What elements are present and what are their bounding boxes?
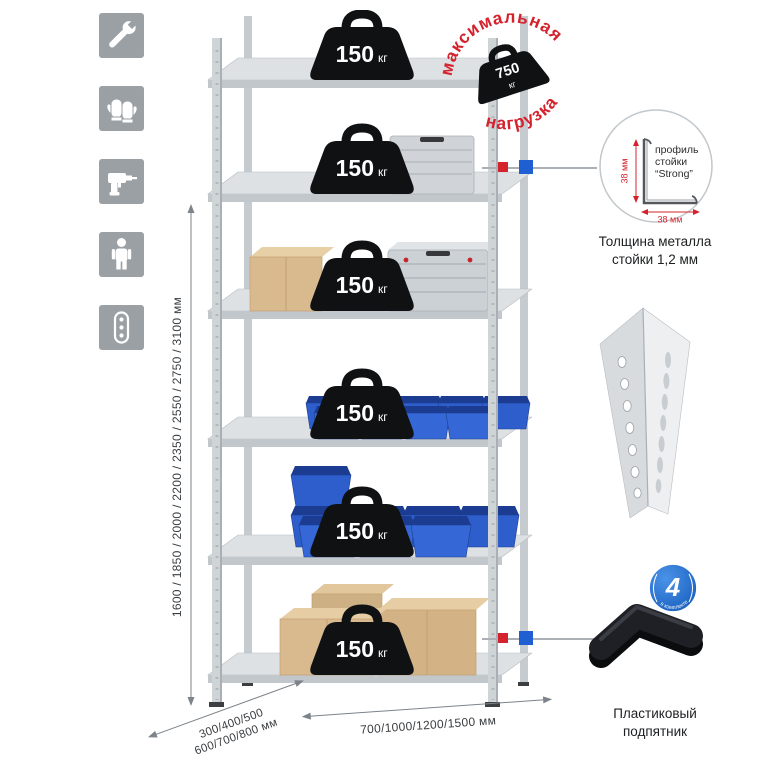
laurel-icon xyxy=(688,573,693,603)
height-options-text: 1600 / 1850 / 2000 / 2200 / 2350 / 2550 … xyxy=(170,296,184,618)
profile-dim-horizontal: 38 мм xyxy=(658,215,683,225)
foot-caption-line2: подпятник xyxy=(622,724,688,740)
feature-gloves xyxy=(99,86,144,131)
profile-shape xyxy=(642,139,697,205)
profile-caption-line1: Толщина металла xyxy=(598,234,712,249)
feature-drill xyxy=(99,159,144,204)
stamp-weight-icon: 750 кг xyxy=(465,37,551,105)
profile-label: стойки xyxy=(655,156,687,168)
plastic-foot-image: 4 в комплекте xyxy=(589,563,703,668)
foot-caption: Пластиковый подпятник xyxy=(585,705,725,741)
profile-label: “Strong” xyxy=(655,168,693,180)
shelf-weight-3: 150 кг xyxy=(310,245,414,311)
back-posts xyxy=(242,16,529,686)
max-load-stamp: максимальная нагрузка 750 кг xyxy=(437,3,570,143)
shelf-weight-4: 150 кг xyxy=(310,373,414,439)
weight-value: 150 xyxy=(336,155,374,181)
foot-callout-line xyxy=(482,638,594,640)
weight-unit: кг xyxy=(378,165,388,179)
height-dimension-line xyxy=(187,204,195,706)
height-dimension-label: 1600 / 1850 / 2000 / 2200 / 2350 / 2550 … xyxy=(168,207,184,707)
stamp-weight-value: 750 xyxy=(494,60,522,83)
shelf-weight-6: 150 кг xyxy=(310,609,414,675)
person-icon xyxy=(111,238,132,270)
stamp-weight-unit: кг xyxy=(507,79,517,91)
post-holes xyxy=(617,356,642,499)
weight-value: 150 xyxy=(336,272,374,298)
profile-label: профиль xyxy=(655,144,699,156)
feature-person xyxy=(99,232,144,277)
aluminum-case xyxy=(387,242,498,312)
shelving-unit: 150 кг 150 кг 150 кг 150 кг 150 кг 150 к… xyxy=(207,10,532,707)
depth-dimension: 300/400/500 600/700/800 мм xyxy=(143,672,318,773)
badge-arc-text: в комплекте xyxy=(659,599,690,611)
gloves-icon xyxy=(106,98,138,124)
callout-marker-red xyxy=(498,162,508,172)
wrench-icon xyxy=(109,19,138,48)
callout-marker-red xyxy=(498,633,508,643)
shelf-weight-5: 150 кг xyxy=(310,491,414,557)
aluminum-case xyxy=(389,135,475,195)
shelf-weight-1: 150 кг xyxy=(310,14,414,80)
width-dimension-line xyxy=(301,696,553,720)
svg-text:в комплекте: в комплекте xyxy=(659,599,690,611)
front-posts xyxy=(209,38,500,707)
angle-post-image xyxy=(599,307,691,519)
weight-unit: кг xyxy=(378,528,388,542)
profile-callout-line xyxy=(482,167,597,169)
badge-number: 4 xyxy=(665,572,681,602)
weight-value: 150 xyxy=(336,41,374,67)
profile-dim-vertical: 38 мм xyxy=(620,159,630,184)
profile-caption: Толщина металла стойки 1,2 мм xyxy=(585,233,725,269)
weight-value: 150 xyxy=(336,400,374,426)
shelf-weight-2: 150 кг xyxy=(310,128,414,194)
callout-marker-blue xyxy=(519,631,533,645)
weight-unit: кг xyxy=(378,51,388,65)
depth-dimension-line xyxy=(147,680,304,738)
weight-unit: кг xyxy=(378,410,388,424)
weight-value: 150 xyxy=(336,518,374,544)
drill-icon xyxy=(108,173,137,196)
plastic-foot xyxy=(589,604,703,668)
feature-level xyxy=(99,305,144,350)
weight-unit: кг xyxy=(378,646,388,660)
weight-unit: кг xyxy=(378,282,388,296)
cardboard-box xyxy=(249,247,334,312)
foot-caption-line1: Пластиковый xyxy=(613,706,697,721)
profile-caption-line2: стойки 1,2 мм xyxy=(611,252,699,268)
post-slots xyxy=(655,352,671,493)
included-badge: 4 в комплекте xyxy=(648,563,698,613)
callout-marker-blue xyxy=(519,160,533,174)
laurel-icon xyxy=(653,573,658,603)
width-dimension: 700/1000/1200/1500 мм xyxy=(299,691,556,741)
level-icon xyxy=(113,311,130,344)
feature-assembly xyxy=(99,13,144,58)
profile-diagram: 38 мм 38 мм профиль стойки “Strong” xyxy=(599,109,713,225)
weight-value: 150 xyxy=(336,636,374,662)
